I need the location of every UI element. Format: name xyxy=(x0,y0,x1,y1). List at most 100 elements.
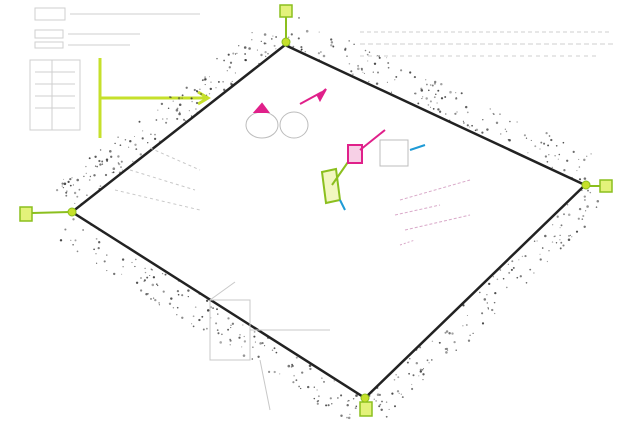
gravel-dot xyxy=(118,163,120,165)
gravel-dot xyxy=(215,87,216,88)
gravel-dot xyxy=(144,279,146,281)
gravel-dot xyxy=(397,390,399,392)
gravel-dot xyxy=(434,83,436,85)
anchor-top xyxy=(280,5,292,46)
gravel-dot xyxy=(176,314,177,315)
gravel-dot xyxy=(93,248,95,250)
gravel-dot xyxy=(330,38,332,40)
gravel-dot xyxy=(217,329,219,331)
gravel-dot xyxy=(56,189,58,191)
gravel-dot xyxy=(120,144,122,146)
gravel-dot xyxy=(357,65,359,67)
gravel-dot xyxy=(212,307,214,309)
gravel-dot xyxy=(73,184,74,185)
gravel-dot xyxy=(560,227,561,228)
gravel-dot xyxy=(386,57,387,58)
gravel-dot xyxy=(291,33,293,35)
gravel-dot xyxy=(576,170,577,171)
gravel-dot xyxy=(578,218,580,220)
gravel-dot xyxy=(423,368,424,369)
gravel-dot xyxy=(122,169,123,170)
gravel-dot xyxy=(191,101,192,102)
gravel-dot xyxy=(590,192,591,193)
gravel-dot xyxy=(416,362,418,364)
gravel-dot xyxy=(497,278,499,280)
gravel-dot xyxy=(77,251,79,253)
gravel-dot xyxy=(120,166,122,168)
gravel-dot xyxy=(353,398,354,399)
gravel-dot xyxy=(494,313,495,314)
gravel-dot xyxy=(568,214,571,217)
gravel-dot xyxy=(467,112,469,114)
gravel-dot xyxy=(469,335,470,336)
background-notes xyxy=(360,32,615,56)
gravel-dot xyxy=(117,155,119,157)
gravel-dot xyxy=(201,316,203,318)
gravel-dot xyxy=(508,264,509,265)
gravel-dot xyxy=(189,110,190,111)
gravel-dot xyxy=(330,397,332,399)
gravel-dot xyxy=(362,72,363,73)
gravel-dot xyxy=(113,167,116,170)
gravel-dot xyxy=(476,129,478,131)
gravel-dot xyxy=(157,109,158,110)
gravel-dot xyxy=(300,388,301,389)
gravel-dot xyxy=(89,157,91,159)
gravel-dot xyxy=(254,331,256,333)
gravel-dot xyxy=(252,358,254,360)
gravel-dot xyxy=(545,155,547,157)
gravel-dot xyxy=(70,185,72,187)
gravel-dot xyxy=(243,354,246,357)
gravel-dot xyxy=(279,373,280,374)
gravel-dot xyxy=(99,163,101,165)
gravel-dot xyxy=(235,72,236,73)
gravel-dot xyxy=(500,269,502,271)
gravel-dot xyxy=(545,132,547,134)
gravel-dot xyxy=(586,156,587,157)
gravel-dot xyxy=(584,199,586,201)
gravel-dot xyxy=(409,71,411,73)
gravel-dot xyxy=(445,113,446,114)
gravel-dot xyxy=(466,324,468,326)
gravel-dot xyxy=(228,54,230,56)
gravel-dot xyxy=(170,297,172,299)
gravel-dot xyxy=(586,205,589,208)
gravel-dot xyxy=(102,163,103,164)
gravel-dot xyxy=(63,179,64,180)
gravel-dot xyxy=(481,132,483,134)
gravel-dot xyxy=(178,113,181,116)
gravel-dot xyxy=(204,78,206,80)
gravel-dot xyxy=(63,187,64,188)
gravel-dot xyxy=(145,272,146,273)
gravel-dot xyxy=(378,55,380,57)
gravel-dot xyxy=(421,98,422,99)
gravel-dot xyxy=(340,415,342,417)
gravel-dot xyxy=(216,58,218,60)
gravel-dot xyxy=(506,287,508,289)
gravel-dot xyxy=(134,144,136,146)
gravel-dot xyxy=(549,135,551,137)
gravel-dot xyxy=(65,195,67,197)
gravel-dot xyxy=(367,54,369,56)
gravel-dot xyxy=(513,267,515,269)
gravel-dot xyxy=(196,102,198,104)
gravel-dot xyxy=(153,276,155,278)
gravel-dot xyxy=(397,376,399,378)
gravel-dot xyxy=(567,204,568,205)
gravel-dot xyxy=(508,139,511,142)
gravel-dot xyxy=(151,269,152,270)
gravel-dot xyxy=(396,374,397,375)
gravel-dot xyxy=(430,100,432,102)
gravel-dot xyxy=(156,283,158,285)
gravel-dot xyxy=(195,306,197,308)
gravel-dot xyxy=(298,17,300,19)
gravel-dot xyxy=(135,148,137,150)
gravel-dot xyxy=(395,76,397,78)
gravel-dot xyxy=(374,399,375,400)
gravel-dot xyxy=(140,289,142,291)
gravel-dot xyxy=(422,379,423,380)
gravel-dot xyxy=(387,62,389,64)
gravel-dot xyxy=(86,173,87,174)
gravel-dot xyxy=(425,97,427,99)
